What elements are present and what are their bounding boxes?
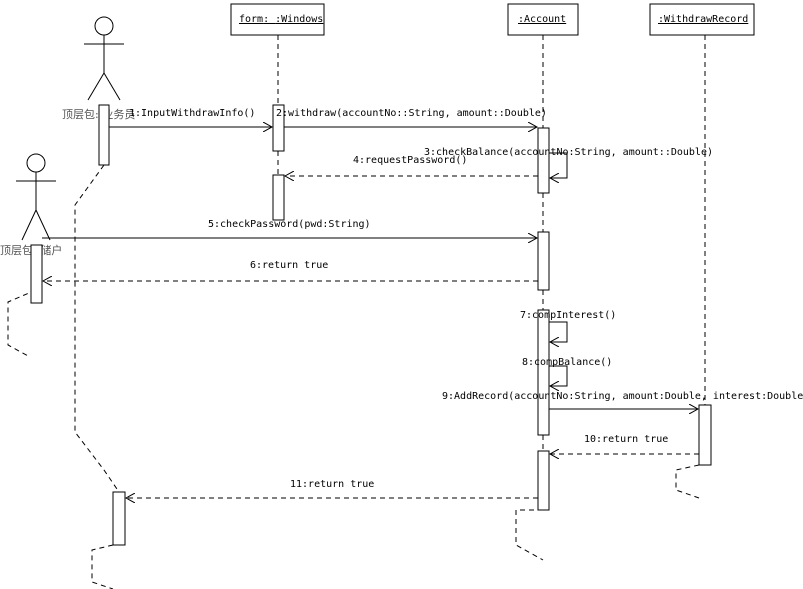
message-4-label: 4:requestPassword() [353, 155, 467, 166]
message-8-label: 8:compBalance() [522, 357, 612, 368]
activation-account-1 [537, 127, 550, 194]
object-windows[interactable]: form: :Windows [230, 3, 325, 36]
object-withdraw-record[interactable]: :WithdrawRecord [649, 3, 755, 36]
activation-account-4 [537, 450, 550, 511]
lifeline-withdraw-tail [675, 464, 700, 499]
object-account[interactable]: :Account [507, 3, 579, 36]
message-9-label: 9:AddRecord(accountNo:String, amount:Dou… [442, 391, 803, 402]
activation-account-3 [537, 309, 550, 436]
message-3-arrow [549, 152, 568, 178]
message-10-label: 10:return true [584, 434, 668, 445]
activation-withdraw-record-1 [698, 404, 712, 466]
lifeline-teller-tail [91, 544, 114, 589]
activation-windows-1 [272, 104, 285, 152]
message-7-label: 7:compInterest() [520, 310, 616, 321]
message-5-label: 5:checkPassword(pwd:String) [208, 219, 371, 230]
activation-customer-1 [30, 244, 43, 304]
message-3-label: 3:checkBalance(accountNo:String, amount:… [424, 147, 713, 158]
message-6-label: 6:return true [250, 260, 328, 271]
message-2-label: 2:withdraw(accountNo::String, amount::Do… [276, 108, 547, 119]
lifeline-teller [74, 164, 120, 493]
activation-account-2 [537, 231, 550, 291]
activation-teller-1 [98, 104, 110, 166]
message-8-arrow [549, 365, 568, 386]
lifeline-customer [7, 289, 37, 358]
lifeline-account-tail [515, 509, 544, 561]
svg-text::Account: :Account [518, 14, 566, 25]
message-7-arrow [549, 321, 568, 342]
message-1-label: 1:InputWithdrawInfo() [129, 108, 255, 119]
activation-teller-2 [112, 491, 126, 546]
svg-text:form: :Windows: form: :Windows [239, 14, 323, 25]
actor-customer[interactable]: 顶层包::储户 [0, 153, 62, 257]
svg-text::WithdrawRecord: :WithdrawRecord [658, 14, 748, 25]
activation-windows-2 [272, 174, 285, 221]
message-11-label: 11:return true [290, 479, 374, 490]
